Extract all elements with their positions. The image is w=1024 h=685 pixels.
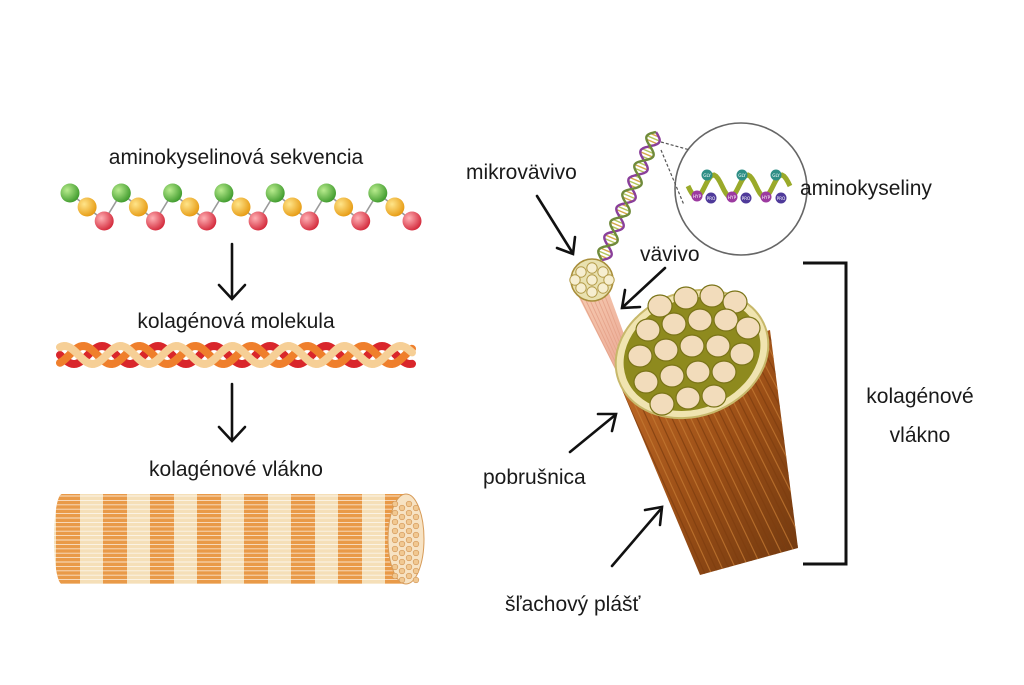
amino-code: PRO bbox=[742, 196, 751, 201]
fascicle bbox=[676, 387, 700, 409]
amino-bead bbox=[368, 184, 387, 203]
amino-bead bbox=[112, 184, 131, 203]
fascicle bbox=[736, 317, 760, 339]
down-arrow-2 bbox=[219, 384, 245, 441]
fascicle bbox=[636, 319, 660, 341]
fascicle bbox=[662, 313, 686, 335]
collagen-fiber-cylinder bbox=[50, 490, 430, 590]
amino-code: GLY bbox=[703, 173, 711, 178]
arrow-perimysium bbox=[570, 414, 616, 452]
amino-bead bbox=[334, 198, 353, 217]
amino-code: HYP bbox=[762, 195, 771, 200]
fascicle bbox=[680, 335, 704, 357]
amino-bead bbox=[283, 198, 302, 217]
amino-bead bbox=[180, 198, 199, 217]
amino-bead bbox=[129, 198, 148, 217]
fascicle bbox=[700, 285, 724, 307]
fascicle bbox=[714, 309, 738, 331]
amino-code: HYP bbox=[728, 195, 737, 200]
amino-bead bbox=[214, 184, 233, 203]
label-collagen-fiber-right-1: kolagénové bbox=[866, 386, 973, 407]
amino-bead bbox=[232, 198, 251, 217]
amino-bead bbox=[403, 212, 422, 231]
amino-bead bbox=[95, 212, 114, 231]
label-microfibril: mikrovävivo bbox=[466, 162, 577, 183]
fascicle bbox=[654, 339, 678, 361]
fascicle bbox=[634, 371, 658, 393]
amino-bead bbox=[385, 198, 404, 217]
label-amino-sequence: aminokyselinová sekvencia bbox=[109, 147, 363, 168]
fascicle bbox=[650, 393, 674, 415]
amino-bead bbox=[249, 212, 268, 231]
fascicle bbox=[712, 361, 736, 383]
label-tendon-sheath: šľachový plášť bbox=[505, 594, 640, 615]
amino-bead bbox=[317, 184, 336, 203]
amino-code: GLY bbox=[738, 173, 746, 178]
fascicle bbox=[628, 345, 652, 367]
fascicle bbox=[730, 343, 754, 365]
amino-acids-inset: GLY HYP PRO GLY HYP PRO GLY HYP PRO bbox=[661, 123, 807, 255]
fascicle bbox=[674, 287, 698, 309]
label-collagen-fiber-right-2: vlákno bbox=[890, 425, 951, 446]
amino-bead bbox=[351, 212, 370, 231]
fascicle bbox=[686, 361, 710, 383]
amino-bead bbox=[78, 198, 97, 217]
amino-acid-chain bbox=[61, 184, 422, 231]
label-collagen-fiber-left: kolagénové vlákno bbox=[149, 459, 323, 480]
amino-bead bbox=[163, 184, 182, 203]
amino-code: GLY bbox=[772, 173, 780, 178]
amino-bead bbox=[61, 184, 80, 203]
amino-bead bbox=[197, 212, 216, 231]
fascicle bbox=[706, 335, 730, 357]
label-amino-acids: aminokyseliny bbox=[800, 178, 932, 199]
amino-bead bbox=[300, 212, 319, 231]
microfibril-helix bbox=[598, 132, 659, 260]
down-arrow-1 bbox=[219, 244, 245, 299]
bracket bbox=[803, 263, 846, 564]
label-collagen-molecule: kolagénová molekula bbox=[137, 311, 334, 332]
fascicle bbox=[660, 365, 684, 387]
collagen-triple-helix bbox=[60, 346, 412, 364]
amino-bead bbox=[266, 184, 285, 203]
label-fibril: vävivo bbox=[640, 244, 700, 265]
fascicle bbox=[702, 385, 726, 407]
label-perimysium: pobrušnica bbox=[483, 467, 586, 488]
amino-bead bbox=[146, 212, 165, 231]
amino-code: PRO bbox=[777, 196, 786, 201]
arrow-sheath bbox=[612, 507, 662, 566]
fascicle bbox=[688, 309, 712, 331]
arrow-microfibril bbox=[537, 196, 575, 254]
amino-code: HYP bbox=[693, 194, 702, 199]
fiber-bundle bbox=[597, 269, 896, 582]
amino-code: PRO bbox=[707, 196, 716, 201]
